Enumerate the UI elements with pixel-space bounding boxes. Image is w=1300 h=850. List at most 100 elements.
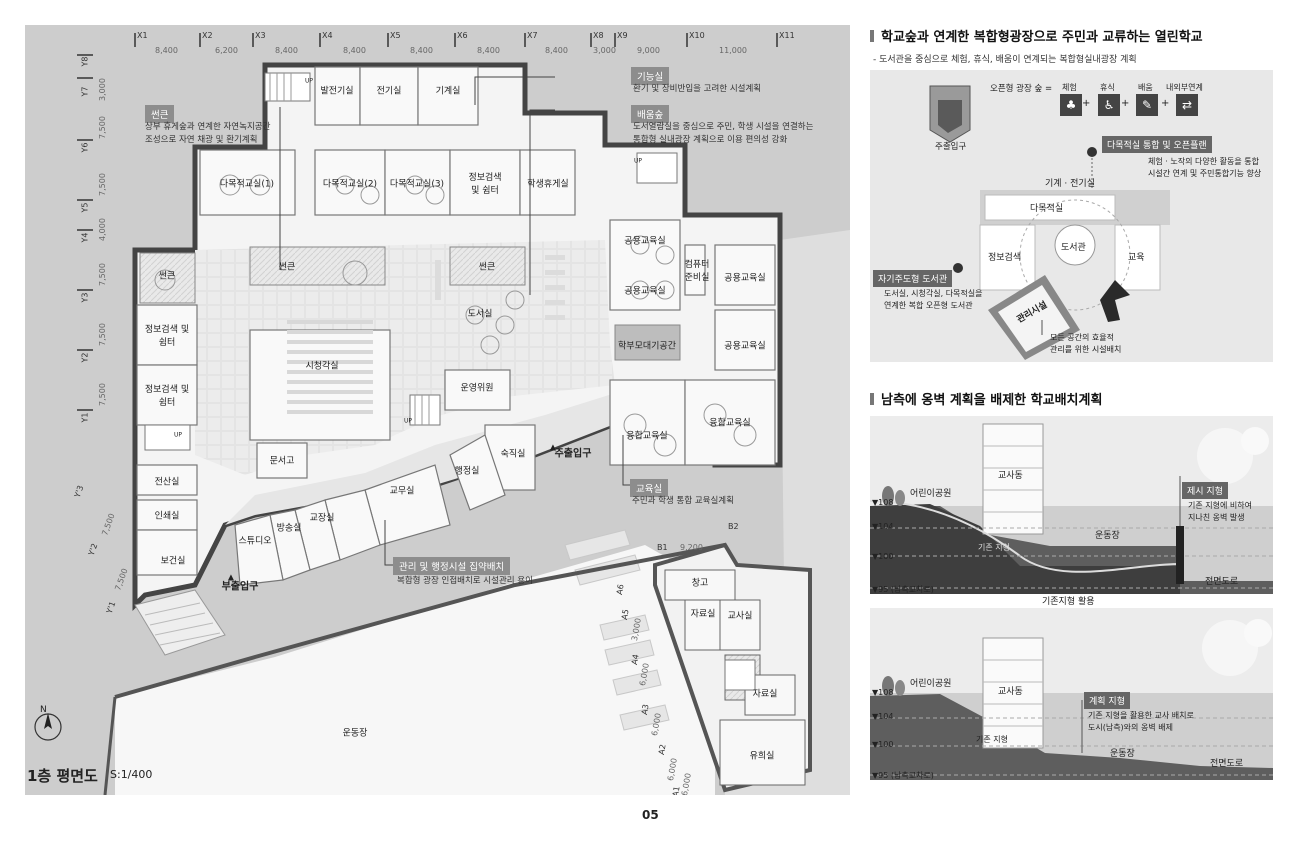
dim-left: 7,500 [97, 173, 107, 196]
legend-rest: 휴식 [1100, 83, 1115, 92]
dim-left: 7,500 [97, 323, 107, 346]
section2-title: 남측에 옹벽 계획을 배제한 학교배치계획 [870, 389, 1102, 408]
plus-icon: + [1082, 98, 1091, 109]
grid-label-x11: X11 [779, 31, 795, 40]
dim-top: 8,400 [410, 46, 433, 55]
room-shared-4: 공용교육실 [724, 341, 766, 352]
grid-label-y8: Y8 [80, 56, 90, 67]
grid-label-b1: B1 [657, 543, 668, 552]
room-convergence-2: 융합교육실 [709, 418, 751, 429]
room-sunken-left: 썬큰 [158, 271, 176, 282]
stair-up-label: UP [633, 157, 643, 165]
grid-label-a2: A2 [656, 743, 668, 756]
dim-top: 8,400 [545, 46, 568, 55]
room-machine: 기계실 [435, 86, 461, 97]
room-student-lounge: 학생휴게실 [527, 179, 569, 190]
elev-108: ▼108 [872, 688, 894, 697]
existing-terrain: 기존 지형 [978, 543, 1010, 552]
section1-subtitle: - 도서관을 중심으로 체험, 휴식, 배움이 연계되는 복합형실내광장 계획 [873, 55, 1137, 65]
dim-left: 7,500 [97, 116, 107, 139]
planned-school: 교사동 [998, 687, 1023, 697]
note-planned: 기존 지형을 활용한 교사 배치로 도시(남측)와의 옹벽 배제 [1088, 711, 1194, 732]
room-electric: 전기실 [376, 86, 402, 97]
room-multi-2: 다목적교실(2) [322, 179, 378, 190]
legend-learning: 배움 [1138, 83, 1153, 92]
callout-sunken-tag: 썬큰 [145, 105, 175, 123]
room-multi-1: 다목적교실(1) [219, 179, 275, 190]
tag-planned: 계획 지형 [1084, 692, 1130, 709]
elev-100: ▼100 [872, 552, 894, 561]
dim-left: 7,500 [97, 263, 107, 286]
grid-label-x2: X2 [202, 31, 213, 40]
room-computer-prep: 컴퓨터 준비실 [684, 260, 710, 283]
callout-sunken-text: 상부 휴게숲과 연계한 자연녹지공간 조성으로 자연 채광 및 환기계획 [145, 122, 271, 145]
floor-plan-drawing [25, 25, 850, 795]
room-materials-2: 자료실 [752, 689, 778, 700]
room-shared-1: 공용교육실 [624, 236, 666, 247]
room-admin: 행정실 [454, 466, 480, 477]
grid-label-x10: X10 [689, 31, 705, 40]
grid-label-b2: B2 [728, 522, 739, 531]
arrow-label: 기존지형 활용 [1040, 594, 1097, 607]
callout-forest-tag: 배움숲 [631, 105, 670, 123]
callout-function-text: 환기 및 장비반입을 고려한 시설계획 [633, 84, 762, 94]
block-library: 도서관 [1061, 243, 1086, 253]
north-label: N [40, 705, 47, 715]
room-shared-2: 공용교육실 [624, 286, 666, 297]
elev-95: ▼95 (남측교차로) [872, 771, 934, 780]
legend-connection: 내외부연계 [1166, 83, 1203, 92]
dim-left: 7,500 [97, 383, 107, 406]
grid-label-x7: X7 [527, 31, 538, 40]
sub-entrance-arrow-icon: ▲ [227, 572, 235, 582]
block-edu: 교육 [1128, 253, 1145, 263]
grid-label-y6: Y6 [80, 142, 90, 153]
dim-top: 8,400 [477, 46, 500, 55]
note-efficiency: 모든 공간의 효율적 관리를 위한 시설배치 [1050, 333, 1122, 354]
stair-up-label: UP [403, 417, 413, 425]
dim-top: 8,400 [343, 46, 366, 55]
annex-building [653, 542, 812, 793]
dim-top: 8,400 [275, 46, 298, 55]
room-sunken-right: 썬큰 [478, 262, 496, 273]
grid-label-y3: Y3 [80, 292, 90, 303]
room-sunken-center: 썬큰 [278, 262, 296, 273]
room-steering: 운영위원 [460, 383, 494, 394]
learning-icon: ✎ [1136, 94, 1158, 116]
grid-label-y1: Y1 [80, 412, 90, 423]
stair-up-label: UP [173, 431, 183, 439]
elev-104: ▼104 [872, 712, 894, 721]
callout-edu-tag: 교육실 [630, 479, 669, 497]
room-studio: 스튜디오 [238, 536, 272, 547]
room-principal: 교장실 [309, 513, 335, 524]
room-av: 시청각실 [305, 361, 339, 372]
planned-terrain-section: ▼108 ▼104 ▼100 ▼95 (남측교차로) 어린이공원 교사동 운동장… [870, 608, 1273, 780]
callout-admin-tag: 관리 및 행정시설 집약배치 [393, 557, 511, 575]
room-staff: 교무실 [389, 486, 415, 497]
floor-plan-panel: X1 X2 X3 X4 X5 X6 X7 X8 X9 X10 X11 8,400… [25, 25, 850, 795]
grid-label-a5: A5 [619, 608, 631, 621]
callout-edu-text: 주민과 학생 통합 교육실계획 [632, 496, 734, 506]
room-playroom: 유희실 [749, 751, 775, 762]
block-mech-elec: 기계 · 전기실 [1045, 179, 1095, 189]
grid-label-a6: A6 [614, 583, 626, 596]
room-info-shelter-1: 정보검색 및 쉼터 [144, 325, 190, 348]
tag-integration: 다목적실 통합 및 오픈플랜 [1102, 136, 1212, 153]
sub-entrance-label: 부출입구 [221, 581, 259, 593]
grid-label-y5: Y5 [80, 202, 90, 213]
existing-road: 전면도로 [1205, 577, 1239, 587]
dim-left: 3,000 [97, 78, 107, 101]
section1-title: 학교숲과 연계한 복합형광장으로 주민과 교류하는 열린학교 [870, 26, 1203, 45]
plus-icon: + [1161, 98, 1170, 109]
note-existing: 기존 지형에 비하여 지나친 옹벽 발생 [1188, 501, 1252, 522]
room-archive: 문서고 [269, 456, 295, 467]
callout-admin-text: 복합형 광장 인접배치로 시설관리 용이 [397, 576, 533, 586]
note-integration: 체험 · 노작의 다양한 활동을 통합 시설간 연계 및 주민통합기능 향상 [1148, 157, 1262, 178]
library-concept-diagram: 오픈형 광장 숲 = ♣ ♿ ✎ ⇄ + + + 체험 휴식 배움 내외부연계 … [870, 70, 1273, 362]
planned-park: 어린이공원 [910, 679, 952, 689]
room-elec: 전산실 [154, 477, 180, 488]
existing-park: 어린이공원 [910, 489, 952, 499]
room-materials-1: 자료실 [690, 609, 716, 620]
room-duty: 숙직실 [500, 449, 526, 460]
elev-104: ▼104 [872, 522, 894, 531]
planned-field: 운동장 [1110, 749, 1135, 759]
